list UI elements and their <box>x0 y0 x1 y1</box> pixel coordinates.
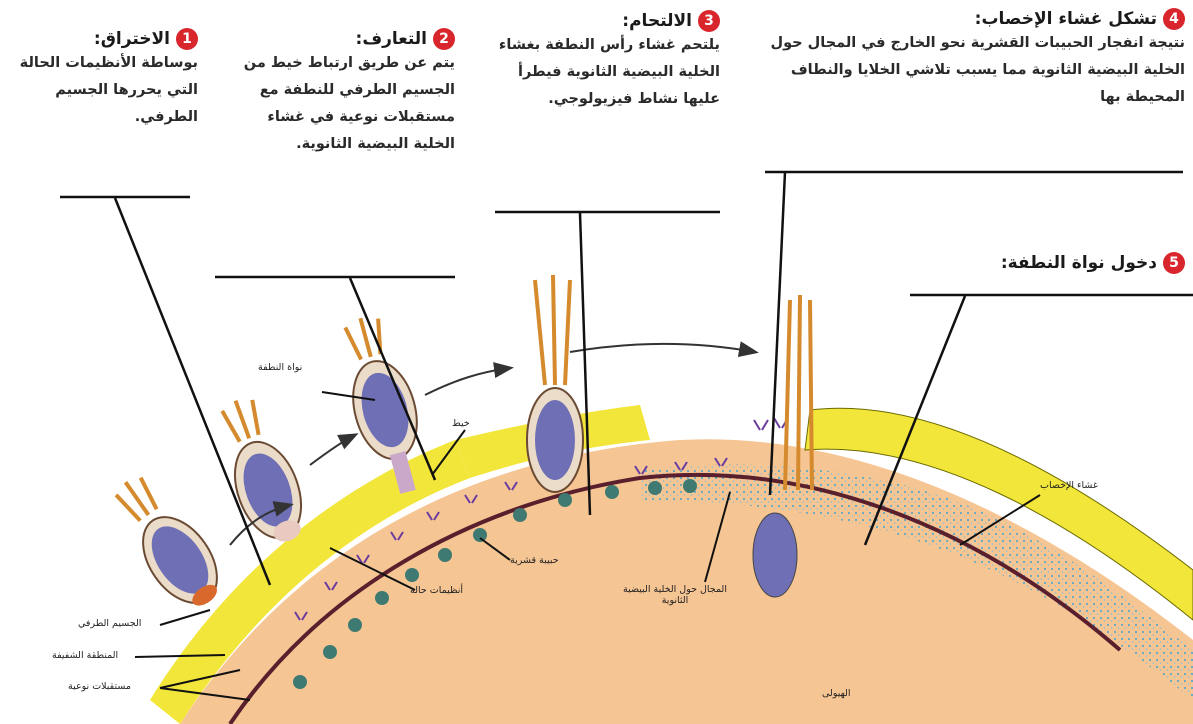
arrow-2 <box>310 435 355 465</box>
label-sperm-nucleus: نواة النطفة <box>258 362 302 373</box>
step-title: الاختراق: <box>94 29 170 49</box>
step-number-badge: 5 <box>1163 252 1185 274</box>
step-1: 1 الاختراق: بوساطة الأنظيمات الحالة التي … <box>8 28 198 131</box>
step-4: 4 تشكل غشاء الإخصاب: نتيجة انفجار الحبيبا… <box>760 8 1185 111</box>
arrow-3 <box>425 368 510 395</box>
sperm-4 <box>527 275 583 492</box>
step-3: 3 الالتحام: يلتحم غشاء رأس النطفة بغشاء ا… <box>495 10 720 113</box>
step-text: يتم عن طريق ارتباط خيط من الجسيم الطرفي … <box>225 50 455 158</box>
label-zona: المنطقة الشفيفة <box>52 650 118 661</box>
step-title: الالتحام: <box>622 11 692 31</box>
sperm-1 <box>101 465 234 619</box>
step-5: 5 دخول نواة النطفة: <box>930 252 1185 274</box>
step-number-badge: 4 <box>1163 8 1185 30</box>
arrow-4 <box>570 344 755 352</box>
step-text: نتيجة انفجار الحبيبات القشرية نحو الخارج… <box>760 30 1185 111</box>
step-title: التعارف: <box>356 29 427 49</box>
label-cytoplasm: الهيولى <box>822 688 851 699</box>
label-cortical-granule: حبيبة قشرية <box>510 555 559 566</box>
label-fertilization-membrane: غشاء الإخصاب <box>1040 480 1098 491</box>
step-title: تشكل غشاء الإخصاب: <box>975 9 1157 29</box>
step-text: بوساطة الأنظيمات الحالة التي يحررها الجس… <box>8 50 198 131</box>
label-receptors: مستقبلات نوعية <box>68 681 131 692</box>
label-acrosome: الجسيم الطرفي <box>78 618 141 629</box>
step-number-badge: 2 <box>433 28 455 50</box>
label-perivitelline-space: المجال حول الخلية البيضية الثانوية <box>620 584 730 606</box>
step-number-badge: 1 <box>176 28 198 50</box>
label-lytic-enzymes: أنظيمات حالة <box>410 585 463 596</box>
step-number-badge: 3 <box>698 10 720 32</box>
label-filament: خيط <box>452 418 470 429</box>
step-text: يلتحم غشاء رأس النطفة بغشاء الخلية البيض… <box>495 32 720 113</box>
step-2: 2 التعارف: يتم عن طريق ارتباط خيط من الجس… <box>225 28 455 158</box>
step-title: دخول نواة النطفة: <box>1001 253 1157 273</box>
